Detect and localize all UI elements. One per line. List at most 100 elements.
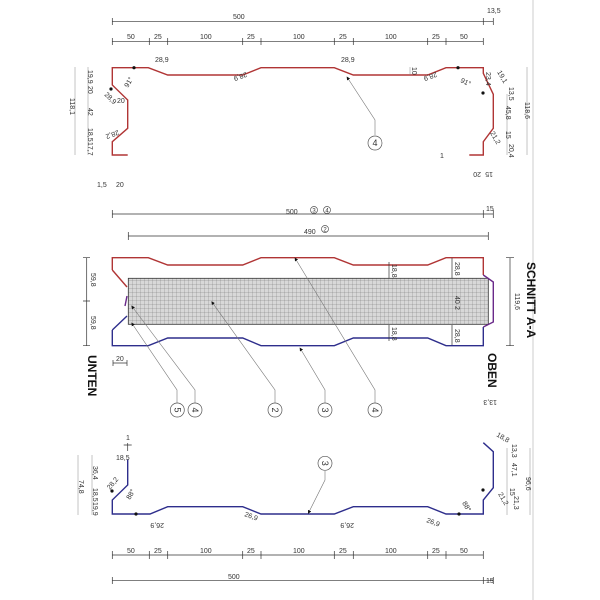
dim-label: 18,8 xyxy=(390,327,397,341)
dim-label: 20 xyxy=(117,98,125,105)
dim-label: 1,5 xyxy=(97,182,107,189)
dim-label: 26,9 xyxy=(340,521,354,528)
callout-number: 3 xyxy=(320,461,330,466)
dim-label: 25 xyxy=(247,34,255,41)
dim-label: 26,9 xyxy=(150,521,164,528)
dim-line-left xyxy=(77,448,531,515)
ref-number: 4 xyxy=(325,209,329,215)
core-panel-hatch xyxy=(127,277,489,325)
bend-point xyxy=(481,91,485,95)
dim-label: 100 xyxy=(293,548,305,555)
dim-line-left xyxy=(74,67,528,155)
callout-leader xyxy=(299,347,326,403)
dim-label: 18,5 xyxy=(86,128,93,142)
callout-circle xyxy=(317,455,333,471)
dim-label: 25 xyxy=(432,34,440,41)
section-bottom-skin xyxy=(111,327,484,347)
dim-line-overall xyxy=(111,210,494,218)
dim-label: 25 xyxy=(339,548,347,555)
callout-circle xyxy=(267,402,283,418)
section-title: SCHNITT A-A xyxy=(524,262,538,339)
dim-label: 28,9 xyxy=(232,70,247,81)
dim-label: 26,9 xyxy=(243,511,258,522)
dim-label: 28,8 xyxy=(453,329,460,343)
angle-label: 88° xyxy=(460,500,472,513)
callout-number: 3 xyxy=(320,407,330,412)
section-joint-edge xyxy=(124,274,494,328)
dim-label: 25 xyxy=(154,34,162,41)
dim-label: 25 xyxy=(154,548,162,555)
dim-label: 50 xyxy=(127,34,135,41)
dim-label: 50 xyxy=(127,548,135,555)
dim-label: 1 xyxy=(126,435,130,442)
section-dim-lines xyxy=(83,257,514,347)
dim-label: 28,9 xyxy=(422,70,437,81)
dim-label: 25 xyxy=(247,548,255,555)
dim-line-segments xyxy=(111,551,484,559)
dim-label: 100 xyxy=(385,548,397,555)
dim-label: 15 xyxy=(504,131,511,139)
callout-number: 2 xyxy=(270,407,280,412)
dim-label: 13,3 xyxy=(483,398,497,405)
dim-line-overall xyxy=(111,18,494,25)
dim-label: 15 xyxy=(486,578,494,585)
dim-label: 28,9 xyxy=(155,57,169,64)
top-profile-view: 500 13,5 50 25 100 25 100 25 100 25 50 2… xyxy=(68,8,530,189)
dim-label: 19,1 xyxy=(495,70,508,85)
dim-label: 23,4 xyxy=(484,72,491,86)
dim-label: 490 xyxy=(304,229,316,236)
dim-label: 28,9 xyxy=(341,57,355,64)
dim-line-inner xyxy=(127,232,489,240)
callout-circle xyxy=(367,135,383,151)
ref-circle xyxy=(321,225,329,233)
bottom-profile-line xyxy=(111,442,494,515)
callout-leader xyxy=(294,257,376,403)
dim-label: 50 xyxy=(460,548,468,555)
dim-label: 28,9 xyxy=(103,91,118,106)
dim-label: 45,8 xyxy=(504,106,511,120)
dim-label: 13,3 xyxy=(510,444,517,458)
dim-label: 18,8 xyxy=(390,264,397,278)
dim-label: 13,5 xyxy=(507,87,514,101)
dim-label: 100 xyxy=(200,548,212,555)
callout-number: 4 xyxy=(190,407,200,412)
dim-label: 21,2 xyxy=(488,131,501,146)
section-bottom-skin-fold xyxy=(111,315,128,331)
callout-number: 4 xyxy=(370,407,380,412)
dim-label: 17,7 xyxy=(86,142,93,156)
marker-cross xyxy=(123,443,132,451)
dim-label: 10 xyxy=(410,67,417,75)
callout-leader xyxy=(211,301,276,403)
dim-label: 13,5 xyxy=(487,8,501,15)
callout-leader xyxy=(308,471,326,514)
dim-line-overall xyxy=(111,577,494,584)
dim-label: 59,8 xyxy=(89,273,96,287)
bend-point xyxy=(109,87,113,91)
dim-label: 47,1 xyxy=(510,463,517,477)
callout-number: 4 xyxy=(372,138,377,148)
dim-label: 15 xyxy=(485,170,493,177)
angle-label: 91° xyxy=(123,76,135,89)
callout-leader xyxy=(131,322,178,403)
ref-circle xyxy=(310,206,318,214)
dim-label: 118,6 xyxy=(523,102,530,119)
dim-label: 74,8 xyxy=(77,480,84,494)
bend-point xyxy=(132,66,136,70)
bottom-profile-view: 1 18,5 36,4 74,8 28,2 18,5 19,9 88° 18,8… xyxy=(77,432,531,585)
dim-label: 20 xyxy=(116,182,124,189)
dim-label: 20 xyxy=(86,86,93,94)
dim-label: 18,5 xyxy=(116,455,130,462)
dim-label: 59,8 xyxy=(89,316,96,330)
dim-label: 15 xyxy=(486,206,494,213)
dim-label: 28,2 xyxy=(104,128,119,139)
bend-point xyxy=(110,489,114,493)
dim-label: 1 xyxy=(440,153,444,160)
callout-leader xyxy=(346,76,376,135)
dim-label: 100 xyxy=(200,34,212,41)
dim-label: 50 xyxy=(460,34,468,41)
label-unten: UNTEN xyxy=(85,355,99,396)
angle-label: 91° xyxy=(459,77,472,89)
top-profile-line xyxy=(111,67,494,156)
